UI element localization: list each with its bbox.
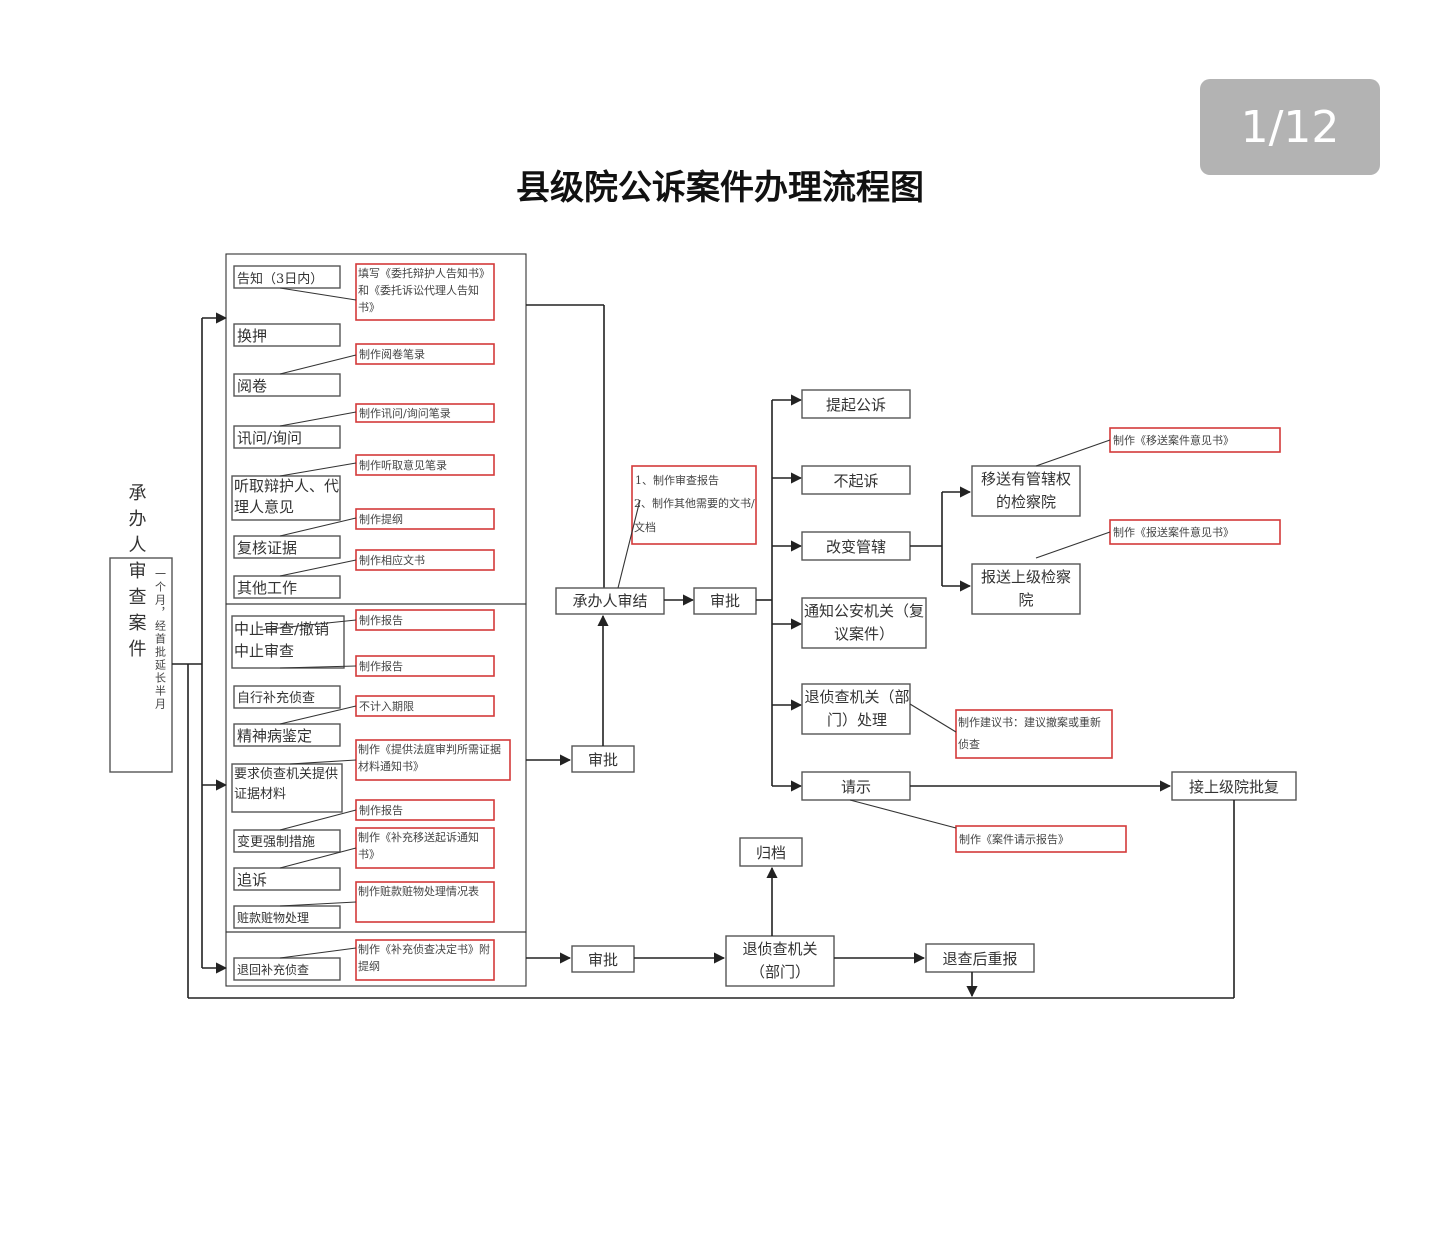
note-notify [355,263,495,321]
note-other-docs: 2、制作其他需要的文书/文档 [634,497,755,534]
box-transfer-jurisdiction-label: 移送有管辖权的检察院 [980,470,1071,511]
note-goods-table-text: 制作赃款赃物处理情况表 [358,885,479,898]
step-custody [233,323,341,347]
note-review-report: 1、制作审查报告 [635,473,719,487]
step-hear-opinion [231,475,341,521]
box-approve-2-label: 审批 [588,751,618,769]
step-notify [233,265,341,289]
note-hear-opinion [355,454,495,476]
note-conclude [631,465,757,545]
note-documents-text: 制作相应文书 [359,553,425,567]
step-add-charge-label: 追诉 [237,871,267,889]
box-resubmit [925,943,1035,973]
step-stolen-goods-label: 赃款赃物处理 [237,910,309,925]
step-change-measures [233,829,341,853]
box-approve-3-label: 审批 [588,951,618,969]
box-notify-police-label: 通知公安机关（复议案件） [804,602,924,643]
note-interrogate [355,403,495,423]
box-submit-superior [971,563,1081,615]
note-court-request [355,739,511,781]
note-summary-text: 制作提纲 [359,513,403,526]
note-submit-opinion-text: 制作《报送案件意见书》 [1113,525,1234,539]
note-read-file [355,343,495,365]
step-return-investigation-label: 退回补充侦查 [237,962,309,977]
step-mental-exam [233,723,341,747]
box-conclude-label: 承办人审结 [572,592,647,610]
note-supplement-decision-text: 制作《补充侦查决定书》附提纲 [358,943,490,973]
step-suspend-review-label: 中止审查/撤销中止审查 [234,620,330,660]
note-transfer-opinion [1109,427,1281,453]
box-return-agency-label: 退侦查机关（部门）处理 [804,688,910,729]
step-interrogate [233,425,341,449]
box-transfer-jurisdiction [971,465,1081,517]
note-notify-text: 填写《委托辩护人告知书》和《委托诉讼代理人告知书》 [358,267,490,314]
box-request-instruction [801,771,911,801]
step-mental-exam-label: 精神病鉴定 [237,727,312,745]
box-superior-reply [1171,771,1297,801]
start-box [109,557,173,773]
note-not-counted-text: 不计入期限 [359,700,414,713]
box-approve-3 [571,945,635,973]
step-add-charge [233,867,341,891]
diagram-title: 县级院公诉案件办理流程图 [516,168,924,208]
step-read-file-label: 阅卷 [237,377,267,395]
start-note: 一个月，经首批延长半月 [154,568,167,711]
box-return-agency-dept-label: 退侦查机关（部门） [742,940,818,981]
step-return-investigation [233,957,341,981]
note-transfer-opinion-text: 制作《移送案件意见书》 [1113,433,1234,447]
box-change-jurisdiction [801,531,911,561]
step-other-work-label: 其他工作 [237,579,297,597]
note-court-request-text: 制作《提供法庭审判所需证据材料通知书》 [358,743,501,773]
note-report-2-text: 制作报告 [359,659,403,673]
page-indicator: 1/12 [1200,79,1380,175]
note-report-3-text: 制作报告 [359,803,403,817]
box-prosecute-label: 提起公诉 [826,396,886,414]
note-supplement-decision [355,939,495,981]
note-summary [355,508,495,530]
note-request-report-text: 制作《案件请示报告》 [959,832,1069,846]
step-custody-label: 换押 [237,327,267,345]
box-change-jurisdiction-label: 改变管辖 [826,538,886,556]
box-archive [739,837,803,867]
box-notify-police [801,597,927,649]
note-read-file-text: 制作阅卷笔录 [359,347,425,361]
box-return-agency-dept [725,935,835,987]
box-submit-superior-label: 报送上级检察院 [980,568,1071,609]
note-supplement-transfer [355,827,495,869]
box-no-prosecute [801,465,911,495]
step-verify-evidence [233,535,341,559]
box-approve-label: 审批 [710,592,740,610]
box-superior-reply-label: 接上级院批复 [1189,778,1279,796]
step-request-evidence [231,763,343,813]
note-report-1-text: 制作报告 [359,613,403,627]
note-hear-opinion-text: 制作听取意见笔录 [359,458,447,472]
box-approve [693,587,757,615]
box-return-agency [801,683,911,735]
step-self-investigate-label: 自行补充侦查 [237,690,315,706]
note-supplement-transfer-text: 制作《补充移送起诉通知书》 [358,831,479,861]
step-self-investigate [233,685,341,709]
note-suggestion-text: 制作建议书：建议撤案或重新侦查 [958,716,1101,751]
note-suggestion [955,709,1113,759]
box-resubmit-label: 退查后重报 [942,950,1017,968]
step-request-evidence-label: 要求侦查机关提供证据材料 [234,767,339,802]
step-other-work [233,575,341,599]
note-interrogate-text: 制作讯问/询问笔录 [359,406,451,420]
box-archive-label: 归档 [756,844,786,862]
step-hear-opinion-label: 听取辩护人、代理人意见 [234,477,340,516]
note-request-report [955,825,1127,853]
step-change-measures-label: 变更强制措施 [237,834,315,850]
start-label: 承办人审查案件 [126,483,147,665]
step-interrogate-label: 讯问/询问 [237,429,302,447]
box-no-prosecute-label: 不起诉 [833,472,878,490]
box-approve-2 [571,745,635,773]
step-read-file [233,373,341,397]
box-conclude [555,587,665,615]
step-notify-label: 告知（3日内） [237,271,323,287]
box-request-instruction-label: 请示 [841,778,871,796]
step-verify-evidence-label: 复核证据 [237,539,297,557]
box-prosecute [801,389,911,419]
